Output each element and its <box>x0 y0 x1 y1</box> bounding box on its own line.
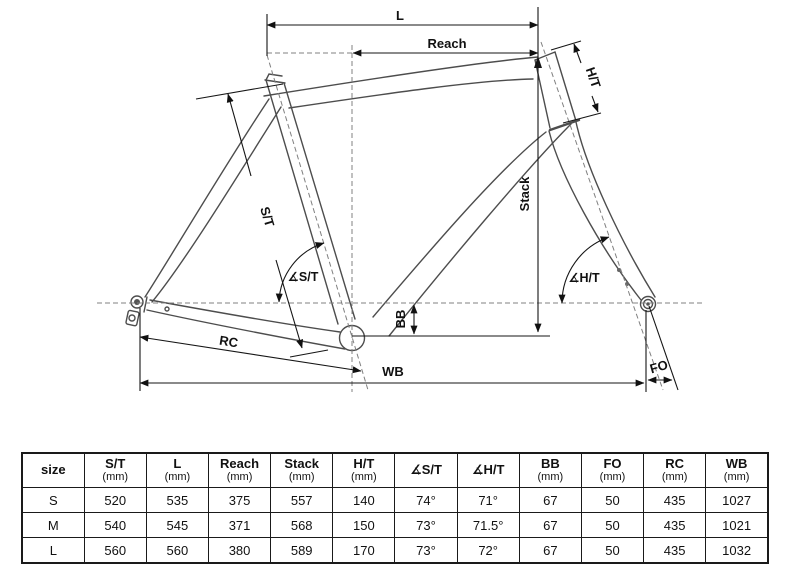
bike-frame-drawing <box>125 51 657 352</box>
col-header-label: Reach <box>220 456 260 472</box>
col-header-rc: RC(mm) <box>643 452 707 488</box>
dim-label-bb: BB <box>393 310 408 329</box>
dim-label-l: L <box>396 8 404 23</box>
dim-label-rc: RC <box>218 333 239 351</box>
cell-bb: 67 <box>518 487 582 513</box>
col-header-label: FO <box>603 456 622 472</box>
dim-label-angle-ht: ∡H/T <box>568 271 600 285</box>
col-header-unit: (mm) <box>226 471 253 484</box>
col-header-unit: (mm) <box>351 471 377 484</box>
col-header-label: L <box>173 456 182 472</box>
cell-angle-st: 73° <box>394 537 458 564</box>
cell-size: S <box>21 487 85 513</box>
cell-ht: 170 <box>332 537 396 564</box>
col-header-wb: WB(mm) <box>705 452 769 488</box>
dim-label-st: S/T <box>257 205 277 229</box>
dim-label-reach: Reach <box>427 36 466 51</box>
col-header-label: size <box>41 462 66 478</box>
dim-label-fo: FO <box>648 357 669 376</box>
col-header-label: RC <box>665 456 685 472</box>
col-header-unit: (mm) <box>102 471 129 484</box>
col-header-unit: (mm) <box>661 471 688 484</box>
col-header-label: S/T <box>105 456 126 472</box>
cell-fo: 50 <box>580 487 645 513</box>
table-row-size-l: L 560 560 380 589 170 73° 72° 67 50 435 … <box>21 537 769 564</box>
cell-st: 540 <box>83 512 147 538</box>
col-header-unit: (mm) <box>599 471 626 484</box>
table-row-size-m: M 540 545 371 568 150 73° 71.5° 67 50 43… <box>21 512 769 538</box>
dim-label-ht: H/T <box>583 65 604 90</box>
dimension-labels: L Reach H/T Stack S/T ∡S/T ∡H/T BB RC WB… <box>218 8 669 379</box>
cell-st: 560 <box>83 537 147 564</box>
cell-angle-ht: 72° <box>456 537 520 564</box>
col-header-label: WB <box>725 456 748 472</box>
cell-angle-st: 73° <box>394 512 458 538</box>
col-header-label: BB <box>540 456 560 472</box>
col-header-size: size <box>21 452 85 488</box>
col-header-label: H/T <box>353 456 375 472</box>
cell-ht: 150 <box>332 512 396 538</box>
cell-wb: 1032 <box>705 537 769 564</box>
col-header-unit: (mm) <box>537 471 564 484</box>
cell-rc: 435 <box>643 512 707 538</box>
cell-angle-st: 74° <box>394 487 458 513</box>
cell-angle-ht: 71° <box>456 487 520 513</box>
cell-reach: 371 <box>207 512 272 538</box>
col-header-label: ∡H/T <box>471 462 505 478</box>
cell-wb: 1027 <box>705 487 769 513</box>
dim-label-wb: WB <box>382 364 404 379</box>
cell-bb: 67 <box>518 537 582 564</box>
dim-label-stack: Stack <box>517 176 532 211</box>
cell-l: 545 <box>145 512 209 538</box>
dim-label-angle-st: ∡S/T <box>288 270 319 284</box>
cell-reach: 380 <box>207 537 272 564</box>
col-header-angle-ht: ∡H/T <box>456 452 520 488</box>
cell-fo: 50 <box>580 512 645 538</box>
cell-angle-ht: 71.5° <box>456 512 520 538</box>
table-row-size-s: S 520 535 375 557 140 74° 71° 67 50 435 … <box>21 487 769 513</box>
cell-size: L <box>21 537 85 564</box>
geometry-table: size S/T(mm) L(mm) Reach(mm) Stack(mm) H… <box>21 452 769 564</box>
header-row: size S/T(mm) L(mm) Reach(mm) Stack(mm) H… <box>21 452 769 488</box>
cell-l: 560 <box>145 537 209 564</box>
col-header-bb: BB(mm) <box>518 452 582 488</box>
col-header-l: L(mm) <box>145 452 209 488</box>
cell-st: 520 <box>83 487 147 513</box>
cell-ht: 140 <box>332 487 396 513</box>
cell-bb: 67 <box>518 512 582 538</box>
cell-reach: 375 <box>207 487 272 513</box>
col-header-stack: Stack(mm) <box>270 452 334 488</box>
frame-geometry-diagram: L Reach H/T Stack S/T ∡S/T ∡H/T BB RC WB… <box>97 7 705 392</box>
cell-fo: 50 <box>580 537 645 564</box>
col-header-st: S/T(mm) <box>83 452 147 488</box>
col-header-unit: (mm) <box>164 471 191 484</box>
cell-stack: 557 <box>270 487 334 513</box>
col-header-fo: FO(mm) <box>580 452 645 488</box>
col-header-label: ∡S/T <box>410 462 442 478</box>
cell-rc: 435 <box>643 487 707 513</box>
col-header-unit: (mm) <box>723 471 750 484</box>
col-header-ht: H/T(mm) <box>332 452 396 488</box>
cell-stack: 568 <box>270 512 334 538</box>
dimension-lines <box>139 7 679 392</box>
cell-stack: 589 <box>270 537 334 564</box>
cell-wb: 1021 <box>705 512 769 538</box>
cell-l: 535 <box>145 487 209 513</box>
col-header-angle-st: ∡S/T <box>394 452 458 488</box>
construction-lines <box>97 41 705 392</box>
col-header-label: Stack <box>284 456 320 472</box>
col-header-unit: (mm) <box>288 471 315 484</box>
cell-rc: 435 <box>643 537 707 564</box>
col-header-reach: Reach(mm) <box>207 452 272 488</box>
cell-size: M <box>21 512 85 538</box>
